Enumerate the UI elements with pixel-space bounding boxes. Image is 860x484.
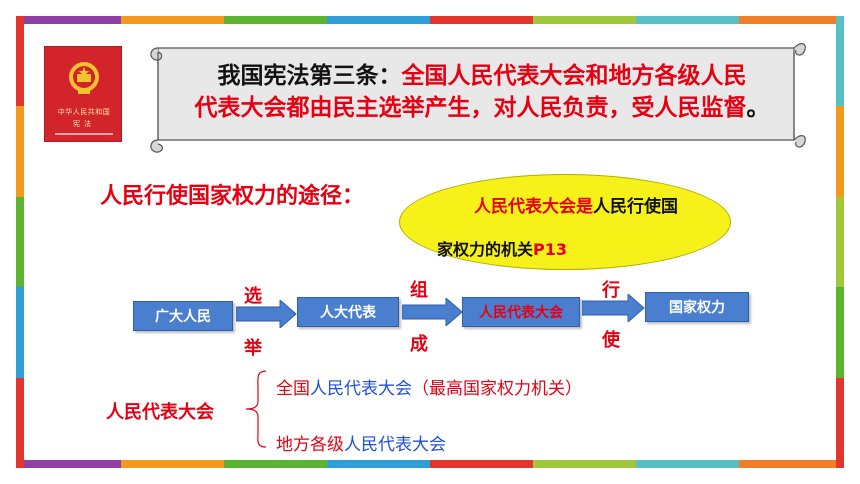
frame-segment xyxy=(121,460,224,468)
frame-segment xyxy=(739,460,842,468)
flow-box-congress: 人民代表大会 xyxy=(462,297,580,327)
ellipse-text-line-2: 家权力的机关P13 xyxy=(437,236,567,260)
frame-segment xyxy=(16,16,24,107)
arrow-label-elect-bottom: 举 xyxy=(244,338,262,359)
arrow-label-exercise-top: 行 xyxy=(602,280,620,301)
frame-segment xyxy=(636,460,739,468)
article-lead: 我国宪法第三条： xyxy=(217,63,402,89)
ellipse-black-part: 人民行使国 xyxy=(593,197,678,217)
frame-segment xyxy=(836,196,844,288)
frame-top-bar xyxy=(18,16,842,24)
frame-right-bar xyxy=(836,16,844,469)
frame-segment xyxy=(16,287,24,378)
curly-brace-icon xyxy=(245,370,267,448)
frame-segment xyxy=(16,106,24,197)
item1-prefix: 全国 xyxy=(276,379,310,399)
arrow-label-exercise-bottom: 使 xyxy=(602,330,620,351)
flow-arrow-icon xyxy=(582,294,645,322)
book-subtitle: 宪法 xyxy=(73,120,95,128)
ellipse-page-ref: P13 xyxy=(533,240,568,259)
arrow-label-elect-top: 选 xyxy=(244,286,262,307)
ellipse-red-part: 人民代表大会是 xyxy=(474,197,593,217)
article-highlight-2: 代表大会都由民主选举产生，对人民负责，受人民监督 xyxy=(194,95,747,121)
frame-segment xyxy=(18,460,121,468)
frame-segment xyxy=(16,377,24,469)
frame-segment xyxy=(18,16,121,24)
frame-segment xyxy=(636,16,739,24)
book-title: 中华人民共和国 xyxy=(57,108,111,116)
constitution-book-image: 中华人民共和国 宪法 xyxy=(44,46,122,142)
flow-box-state-power: 国家权力 xyxy=(645,292,749,322)
item2-highlight: 人民代表大会 xyxy=(344,435,446,455)
arrow-label-form-top: 组 xyxy=(410,280,428,301)
frame-segment xyxy=(836,287,844,378)
constitution-article-text: 我国宪法第三条：全国人民代表大会和地方各级人民代表大会都由民主选举产生，对人民负… xyxy=(172,60,792,124)
item2-prefix: 地方各级 xyxy=(276,435,344,455)
section-heading: 人民行使国家权力的途径： xyxy=(100,184,365,209)
frame-left-bar xyxy=(16,16,24,469)
frame-segment xyxy=(430,460,533,468)
item1-highlight: 人民代表大会 xyxy=(310,379,412,399)
scroll-shape xyxy=(150,43,806,153)
frame-segment xyxy=(430,16,533,24)
frame-segment xyxy=(533,460,636,468)
arrow-label-form-bottom: 成 xyxy=(410,334,428,355)
frame-segment xyxy=(327,16,430,24)
frame-segment xyxy=(739,16,842,24)
bracket-item-local: 地方各级人民代表大会 xyxy=(276,430,446,455)
national-emblem-icon xyxy=(55,62,113,135)
frame-segment xyxy=(836,377,844,469)
bracket-label: 人民代表大会 xyxy=(106,402,214,423)
frame-segment xyxy=(533,16,636,24)
frame-segment xyxy=(121,16,224,24)
bracket-item-national: 全国人民代表大会（最高国家权力机关） xyxy=(276,374,582,399)
ellipse-text-line-1: 人民代表大会是人民行使国 xyxy=(474,192,678,217)
frame-segment xyxy=(836,106,844,197)
highlight-ellipse xyxy=(399,174,731,270)
item1-suffix: （最高国家权力机关） xyxy=(412,379,582,399)
frame-segment xyxy=(224,460,327,468)
frame-bottom-bar xyxy=(18,460,842,468)
frame-segment xyxy=(224,16,327,24)
article-highlight-1: 全国人民代表大会和地方各级人民 xyxy=(401,63,747,89)
frame-segment xyxy=(836,16,844,107)
flow-box-people: 广大人民 xyxy=(133,301,233,331)
article-end: 。 xyxy=(746,95,770,121)
flow-arrow-icon xyxy=(402,298,463,326)
constitution-article-scroll: 我国宪法第三条：全国人民代表大会和地方各级人民代表大会都由民主选举产生，对人民负… xyxy=(144,36,808,154)
frame-segment xyxy=(327,460,430,468)
flow-box-deputies: 人大代表 xyxy=(297,297,399,327)
frame-segment xyxy=(16,196,24,288)
ellipse-black-part-2: 家权力的机关 xyxy=(437,240,534,259)
flow-arrow-icon xyxy=(236,300,297,328)
